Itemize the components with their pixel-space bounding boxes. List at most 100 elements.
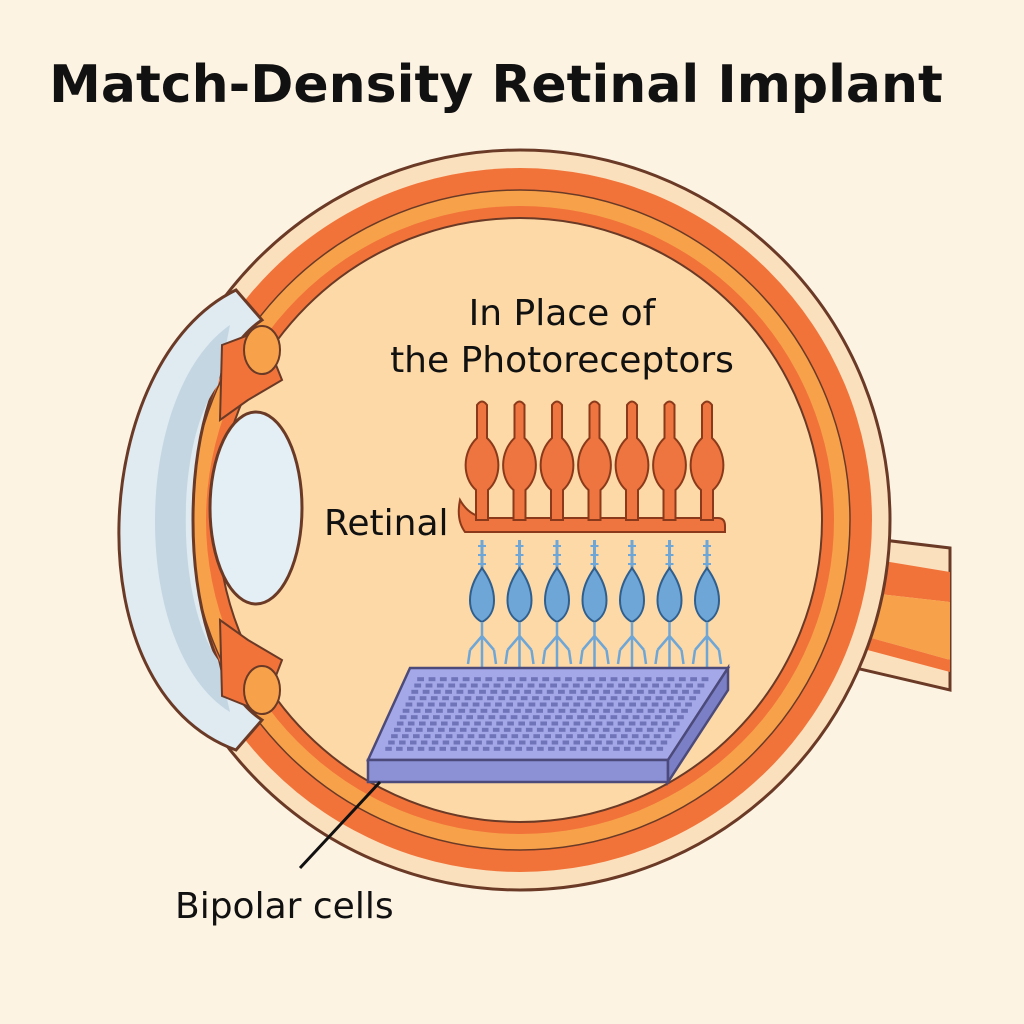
bipolar-cell <box>654 540 685 668</box>
implant-electrode <box>528 702 536 707</box>
implant-electrode <box>410 740 417 745</box>
implant-electrode <box>602 746 609 751</box>
implant-electrode <box>584 721 592 726</box>
implant-electrode <box>511 734 519 739</box>
implant-electrode <box>519 740 526 745</box>
implant-electrode <box>433 689 441 694</box>
implant-electrode <box>653 734 661 739</box>
implant-electrode <box>514 708 521 713</box>
implant-electrode <box>439 746 446 751</box>
implant-electrode <box>477 715 485 720</box>
implant-electrode <box>448 683 456 688</box>
implant-electrode <box>690 677 697 682</box>
implant-electrode <box>405 702 413 707</box>
implant-electrode <box>442 740 450 745</box>
implant-electrode <box>677 715 684 720</box>
implant-electrode <box>621 696 629 701</box>
implant-electrode <box>628 740 635 745</box>
implant-electrode <box>655 696 663 701</box>
implant-electrode <box>651 702 659 707</box>
implant-electrode <box>540 740 548 745</box>
implant-electrode <box>535 689 543 694</box>
photoreceptor-body <box>464 400 500 521</box>
implant-electrode <box>531 677 538 682</box>
implant-electrode <box>419 721 426 726</box>
implant-electrode <box>514 727 522 732</box>
implant-electrode <box>475 696 483 701</box>
implant-electrode <box>405 727 412 732</box>
implant-electrode <box>577 734 584 739</box>
retinal-implant <box>366 663 731 787</box>
implant-electrode <box>610 734 617 739</box>
photoreceptor-body <box>502 400 537 521</box>
implant-electrode <box>436 708 443 713</box>
implant-electrode <box>417 677 424 682</box>
implant-electrode <box>647 708 655 713</box>
implant-electrode <box>584 702 592 707</box>
photoreceptor-cells <box>457 400 726 533</box>
implant-electrode <box>521 715 529 720</box>
implant-electrode <box>489 734 497 739</box>
implant-electrode <box>636 708 644 713</box>
implant-electrode <box>678 677 686 682</box>
implant-electrode <box>433 715 440 720</box>
implant-electrode <box>670 689 678 694</box>
implant-electrode <box>515 746 522 751</box>
implant-electrode <box>427 727 434 732</box>
implant-electrode <box>445 689 452 694</box>
implant-electrode <box>498 696 506 701</box>
implant-electrode <box>439 677 447 682</box>
implant-electrode <box>444 715 451 720</box>
implant-electrode <box>573 721 581 726</box>
implant-electrode <box>490 689 498 694</box>
implant-electrode <box>499 715 507 720</box>
implant-electrode <box>482 683 490 688</box>
implant-electrode <box>532 715 540 720</box>
implant-electrode <box>506 702 513 707</box>
implant-electrode <box>606 702 614 707</box>
implant-electrode <box>644 696 652 701</box>
implant-electrode <box>488 715 496 720</box>
implant-electrode <box>450 746 457 751</box>
bipolar-dendrites <box>541 622 573 668</box>
implant-electrode <box>467 734 475 739</box>
implant-electrode <box>565 696 573 701</box>
implant-electrode <box>510 715 518 720</box>
implant-electrode <box>551 740 559 745</box>
implant-electrode <box>442 696 449 701</box>
implant-electrode <box>402 708 410 713</box>
implant-electrode <box>629 702 636 707</box>
implant-electrode <box>614 708 621 713</box>
implant-electrode <box>533 734 540 739</box>
photoreceptor-body <box>689 400 725 521</box>
bipolar-dendrites <box>579 622 610 668</box>
implant-electrode <box>569 727 577 732</box>
implant-electrode <box>547 708 555 713</box>
label-photoreceptors-line2: the Photoreceptors <box>390 340 734 381</box>
implant-electrode <box>469 708 477 713</box>
implant-electrode <box>422 715 429 720</box>
implant-electrode <box>629 683 637 688</box>
implant-electrode <box>396 721 404 726</box>
implant-electrode <box>525 727 533 732</box>
implant-electrode <box>411 689 419 694</box>
implant-electrode <box>516 683 523 688</box>
implant-electrode <box>551 702 558 707</box>
implant-electrode <box>667 677 675 682</box>
implant-electrode <box>580 708 588 713</box>
implant-electrode <box>555 734 562 739</box>
implant-electrode <box>394 727 401 732</box>
photoreceptor-body <box>539 400 575 521</box>
implant-electrode <box>407 746 414 751</box>
implant-electrode <box>569 746 577 751</box>
implant-electrode <box>649 740 657 745</box>
bipolar-cell <box>616 540 648 668</box>
implant-electrode <box>540 721 547 726</box>
implant-electrode <box>670 708 677 713</box>
diagram-title: Match-Density Retinal Implant <box>49 55 943 115</box>
implant-electrode <box>580 727 588 732</box>
implant-electrode <box>546 689 554 694</box>
photoreceptor-cell <box>577 400 612 521</box>
implant-electrode <box>547 727 555 732</box>
implant-electrode <box>701 677 709 682</box>
